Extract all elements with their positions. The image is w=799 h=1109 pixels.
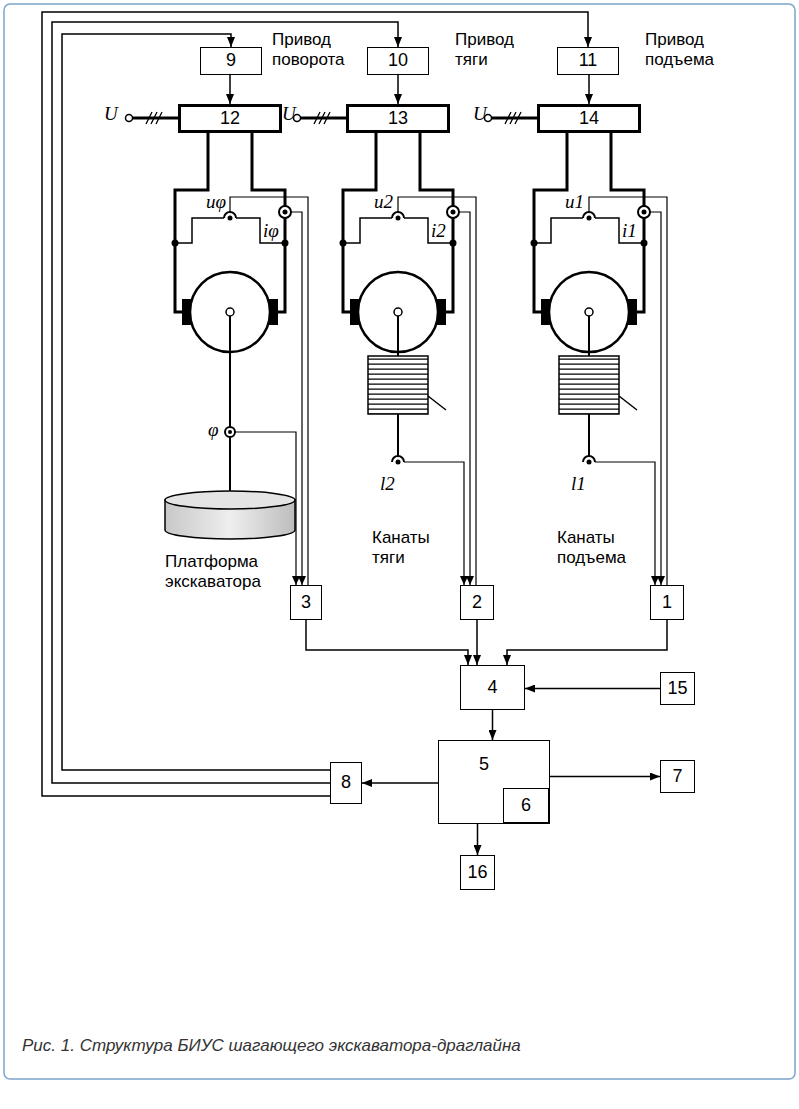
hoist-drive: [485, 112, 668, 585]
signal-connector: [42, 12, 588, 796]
block-number: 9: [226, 51, 236, 71]
numbered-block: 13: [346, 104, 450, 133]
signal-connector: [477, 824, 479, 855]
signal-connector: [588, 75, 590, 104]
part-label: Привод подъема: [645, 30, 735, 70]
signal-connector: [306, 620, 468, 665]
block-number: 7: [672, 767, 682, 787]
signal-connector: [397, 75, 399, 104]
signal-name: U: [282, 104, 296, 124]
drag-drive: [294, 112, 477, 585]
signal-name: i2: [431, 221, 446, 241]
part-label: Платформа экскаватора: [165, 552, 280, 592]
signal-connector: [525, 688, 660, 690]
part-label: Привод тяги: [455, 30, 525, 70]
signal-name: u1: [565, 192, 584, 212]
block-number: 3: [301, 593, 311, 613]
numbered-block: 11: [557, 47, 619, 75]
numbered-block: 12: [178, 104, 282, 133]
signal-connector: [550, 776, 660, 778]
signal-name: l1: [571, 474, 586, 494]
signal-name: φ: [208, 420, 219, 440]
signal-connector: [62, 34, 330, 770]
part-label: Канаты подъема: [557, 528, 645, 568]
block-number: 4: [487, 678, 497, 698]
signal-connector: [492, 710, 494, 740]
part-label: Канаты тяги: [372, 528, 452, 568]
numbered-block: 4: [460, 665, 525, 710]
block-number: 13: [388, 109, 408, 129]
signal-connector: [52, 22, 398, 783]
block-number: 16: [467, 863, 487, 883]
block-number: 1: [662, 593, 672, 613]
numbered-block: 56: [438, 740, 550, 824]
numbered-block: 3: [290, 585, 322, 620]
signal-name: iφ: [263, 221, 279, 241]
signal-name: U: [473, 104, 487, 124]
block-number: 11: [579, 51, 598, 71]
block-number: 15: [667, 679, 687, 699]
numbered-block: 2: [460, 585, 494, 620]
platform: [165, 316, 296, 585]
block-number: 8: [341, 773, 351, 793]
signal-name: i1: [622, 221, 637, 241]
block-number: 12: [220, 109, 240, 129]
block-number: 10: [388, 51, 408, 71]
figure-caption: Рис. 1. Структура БИУС шагающего экскава…: [22, 1036, 521, 1056]
part-label: Привод поворота: [272, 30, 362, 70]
numbered-block: 15: [660, 672, 695, 705]
block-number: 5: [479, 755, 489, 775]
numbered-block: 7: [660, 760, 695, 793]
signal-connector: [507, 620, 667, 665]
signal-name: uφ: [206, 192, 226, 212]
signal-name: u2: [374, 192, 393, 212]
numbered-block: 14: [537, 104, 641, 133]
frame: [4, 4, 795, 1079]
drag-drum: [368, 316, 464, 585]
block-number: 14: [579, 109, 599, 129]
numbered-block: 16: [460, 855, 495, 890]
numbered-block: 6: [503, 788, 549, 823]
signal-connector: [229, 75, 231, 104]
signal-name: l2: [380, 474, 395, 494]
signal-connector: [362, 782, 438, 784]
block-number: 2: [472, 593, 482, 613]
signal-connector: [476, 620, 478, 665]
numbered-block: 8: [330, 762, 362, 804]
signal-name: U: [104, 104, 118, 124]
rotation-drive: [126, 112, 309, 585]
block-number: 6: [521, 796, 531, 816]
numbered-block: 10: [367, 47, 429, 75]
numbered-block: 9: [200, 47, 262, 75]
numbered-block: 1: [650, 585, 684, 620]
